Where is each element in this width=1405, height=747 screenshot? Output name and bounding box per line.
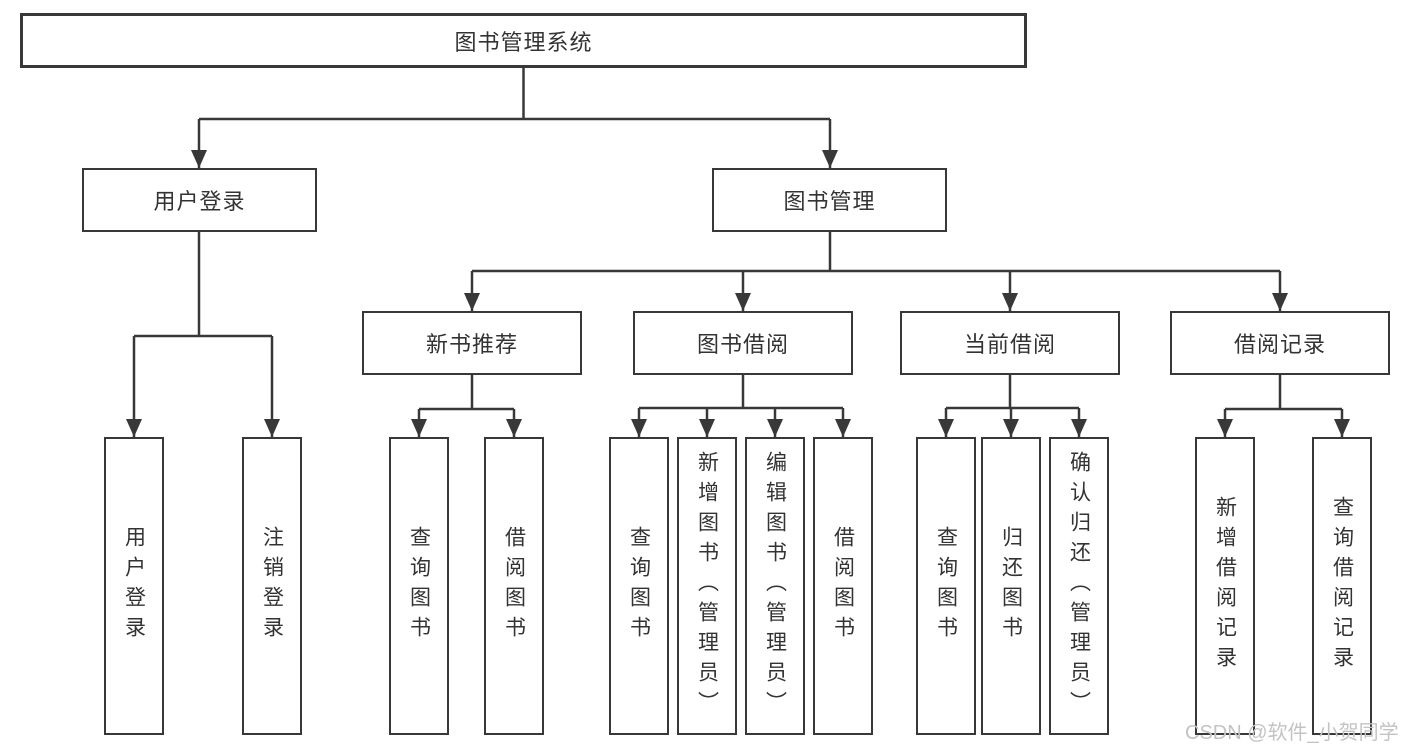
node-leaf-add-borrow-record: 新增借阅记录 <box>1195 437 1255 735</box>
node-leaf-logout: 注销登录 <box>242 437 302 735</box>
node-label: 查询图书 <box>407 526 431 646</box>
node-leaf-confirm-return-admin: 确认归还（管理员） <box>1049 437 1109 735</box>
node-label: 查询借阅记录 <box>1330 496 1354 676</box>
node-leaf-borrow-books-2: 借阅图书 <box>813 437 873 735</box>
node-label: 图书管理系统 <box>454 29 593 55</box>
node-leaf-query-books-1: 查询图书 <box>389 437 449 735</box>
node-leaf-add-books-admin: 新增图书（管理员） <box>677 437 737 735</box>
node-label: 注销登录 <box>260 526 284 646</box>
node-new-book-recommendation: 新书推荐 <box>362 311 582 375</box>
node-leaf-query-books-2: 查询图书 <box>609 437 669 735</box>
node-leaf-user-login: 用户登录 <box>104 437 164 735</box>
node-label: 确认归还（管理员） <box>1067 451 1091 721</box>
csdn-watermark: CSDN @软件_小贺同学 <box>1185 722 1399 744</box>
node-label: 查询图书 <box>627 526 651 646</box>
node-leaf-query-borrow-record: 查询借阅记录 <box>1312 437 1372 735</box>
node-label: 借阅图书 <box>831 526 855 646</box>
node-leaf-edit-books-admin: 编辑图书（管理员） <box>745 437 805 735</box>
node-borrowing-records: 借阅记录 <box>1170 311 1390 375</box>
node-book-management: 图书管理 <box>712 168 947 232</box>
node-current-borrowing: 当前借阅 <box>900 311 1120 375</box>
node-leaf-query-books-3: 查询图书 <box>916 437 976 735</box>
node-label: 新增借阅记录 <box>1213 496 1237 676</box>
node-book-borrowing: 图书借阅 <box>633 311 853 375</box>
node-library-management-system: 图书管理系统 <box>20 13 1027 68</box>
node-label: 查询图书 <box>934 526 958 646</box>
node-leaf-borrow-books-1: 借阅图书 <box>484 437 544 735</box>
node-leaf-return-books: 归还图书 <box>981 437 1041 735</box>
node-label: 图书管理 <box>783 189 876 214</box>
node-label: 当前借阅 <box>963 332 1056 357</box>
node-label: 用户登录 <box>122 526 146 646</box>
connector-arrows <box>126 119 1350 437</box>
node-label: 编辑图书（管理员） <box>763 451 787 721</box>
node-label: 归还图书 <box>999 526 1023 646</box>
node-label: 新增图书（管理员） <box>695 451 719 721</box>
connector-trunk-lines <box>134 68 1342 411</box>
node-user-login: 用户登录 <box>82 168 317 232</box>
node-label: 借阅记录 <box>1233 332 1326 357</box>
node-label: 图书借阅 <box>696 332 789 357</box>
node-label: 借阅图书 <box>502 526 526 646</box>
node-label: 新书推荐 <box>425 332 518 357</box>
node-label: 用户登录 <box>153 189 246 214</box>
